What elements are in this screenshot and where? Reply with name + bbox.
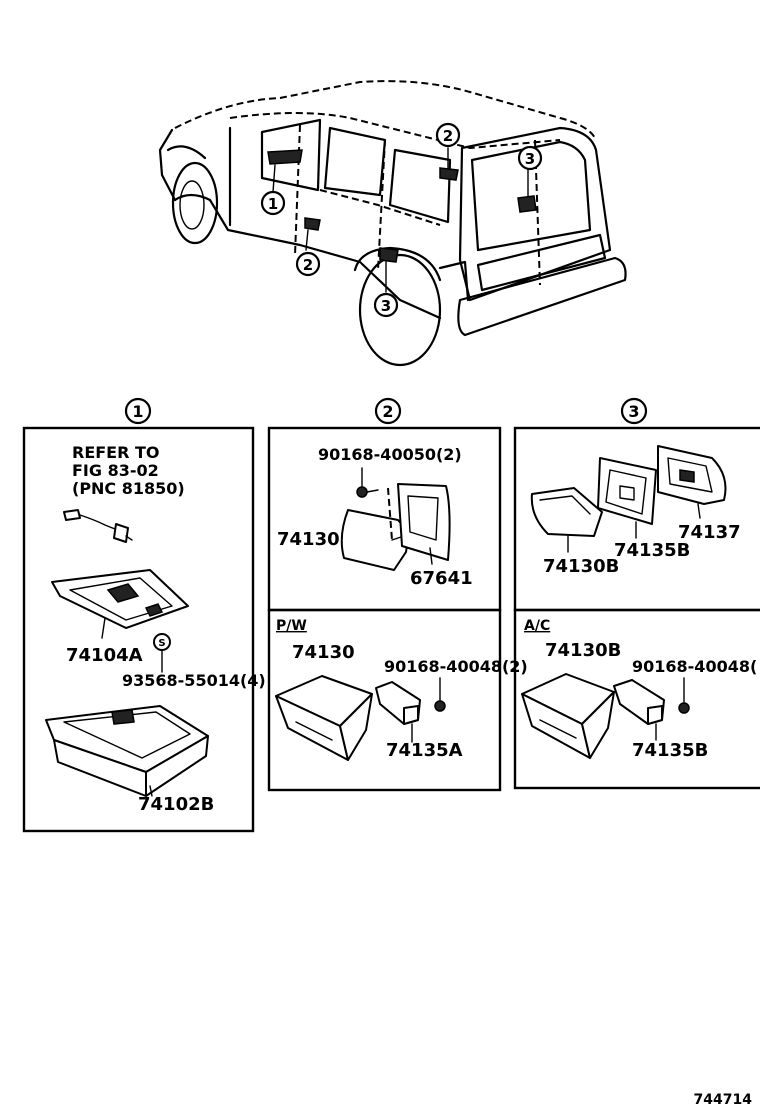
svg-text:2: 2 bbox=[443, 127, 453, 145]
section-two-pw-frame bbox=[267, 608, 502, 792]
part-67641-bezel bbox=[387, 483, 451, 561]
label-74130b-top: 74130B bbox=[543, 556, 619, 577]
refer-text-line1: REFER TO bbox=[72, 443, 160, 462]
figure-number: 744714 bbox=[694, 1092, 753, 1108]
svg-text:2: 2 bbox=[303, 256, 313, 274]
label-74135b-top: 74135B bbox=[614, 540, 690, 561]
part-90168-40050-screw bbox=[356, 467, 379, 498]
section-three-ac-frame bbox=[513, 608, 760, 790]
svg-text:S: S bbox=[158, 638, 165, 649]
section-three-callout: 3 bbox=[620, 397, 648, 425]
part-74135b-frame bbox=[597, 457, 657, 539]
section-two-callout: 2 bbox=[374, 397, 402, 425]
bulb-socket-wire bbox=[63, 509, 133, 543]
label-90168-40048-pw: 90168-40048(2) bbox=[384, 657, 528, 676]
section-one-callout: 1 bbox=[124, 397, 152, 425]
label-74130-pw: 74130 bbox=[292, 642, 355, 663]
svg-text:1: 1 bbox=[268, 195, 278, 213]
part-74135a-bracket bbox=[375, 677, 446, 743]
svg-text:1: 1 bbox=[132, 402, 143, 421]
part-93568-screw: S bbox=[153, 633, 171, 673]
label-74102b: 74102B bbox=[138, 794, 214, 815]
part-74130-lamp-lens bbox=[340, 509, 408, 571]
label-pw: P/W bbox=[276, 618, 307, 634]
label-74137: 74137 bbox=[678, 522, 741, 543]
svg-text:3: 3 bbox=[628, 402, 639, 421]
svg-text:2: 2 bbox=[382, 402, 393, 421]
refer-text-line3: (PNC 81850) bbox=[72, 479, 185, 498]
part-74104a-base bbox=[51, 569, 189, 639]
vehicle-illustration bbox=[158, 80, 627, 367]
label-74104a: 74104A bbox=[66, 645, 143, 666]
label-74135a: 74135A bbox=[386, 740, 463, 761]
part-74135b-ac-bracket bbox=[613, 677, 690, 741]
part-74137-housing bbox=[657, 445, 727, 519]
part-74130-pw-lamp bbox=[275, 675, 373, 761]
label-90168-40050: 90168-40050(2) bbox=[318, 445, 462, 464]
svg-text:3: 3 bbox=[381, 297, 391, 315]
part-74130b-ac-lamp bbox=[521, 673, 615, 759]
part-74102b-housing bbox=[45, 705, 209, 797]
label-93568-55014: 93568-55014(4) bbox=[122, 671, 266, 690]
label-67641: 67641 bbox=[410, 568, 473, 589]
label-74130-top: 74130 bbox=[277, 529, 340, 550]
label-74135b-ac: 74135B bbox=[632, 740, 708, 761]
vehicle-callout-two-lower: 2 bbox=[295, 251, 321, 277]
svg-text:3: 3 bbox=[525, 150, 535, 168]
label-90168-40048-ac: 90168-40048( bbox=[632, 657, 757, 676]
vehicle-callout-three-lower: 3 bbox=[373, 292, 399, 318]
section-one-frame bbox=[22, 426, 255, 833]
vehicle-callout-two-upper: 2 bbox=[435, 122, 461, 148]
vehicle-callout-three-upper: 3 bbox=[517, 145, 543, 171]
part-74130b-lamp-lens bbox=[530, 487, 603, 553]
label-74130b-ac: 74130B bbox=[545, 640, 621, 661]
refer-text-line2: FIG 83-02 bbox=[72, 461, 159, 480]
label-ac: A/C bbox=[524, 618, 550, 634]
vehicle-callout-one: 1 bbox=[260, 190, 286, 216]
